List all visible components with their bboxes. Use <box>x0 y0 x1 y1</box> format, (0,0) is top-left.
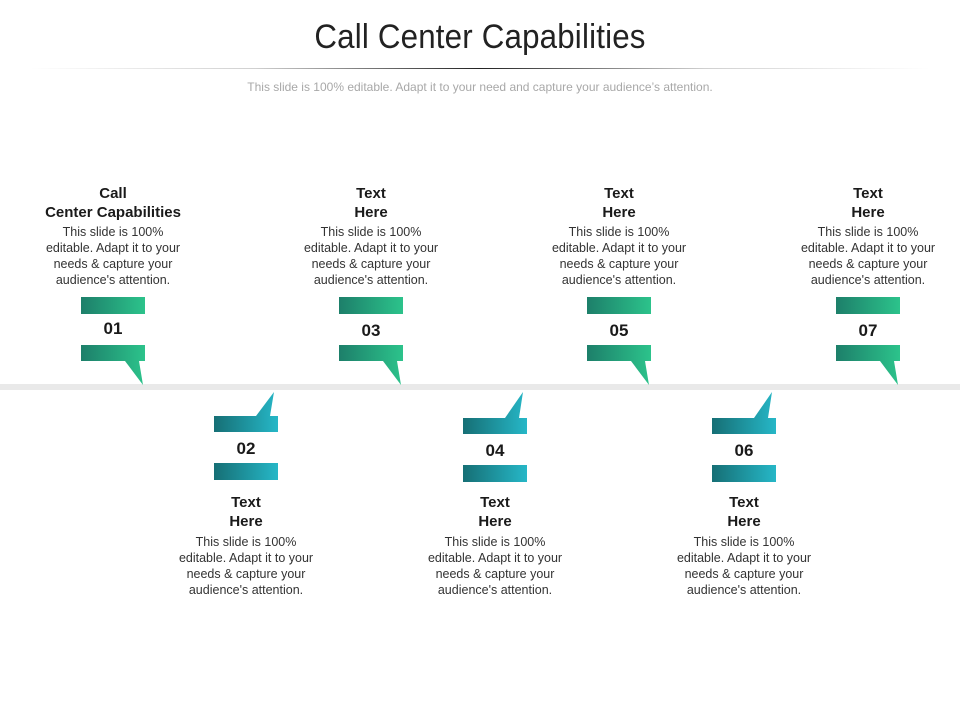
page-subtitle: This slide is 100% editable. Adapt it to… <box>247 80 713 94</box>
callout-up-shape <box>214 392 278 480</box>
callout-down-shape <box>836 297 900 385</box>
page-title: Call Center Capabilities <box>314 18 646 56</box>
timeline-bar <box>0 384 960 390</box>
step-heading: Text Here <box>851 185 885 221</box>
step-heading: Text Here <box>229 494 263 530</box>
step-number: 06 <box>734 441 754 460</box>
step-heading: Text Here <box>478 494 512 530</box>
step-05-text: Text Here This slide is 100% editable. A… <box>534 184 704 288</box>
step-07-text: Text Here This slide is 100% editable. A… <box>783 184 953 288</box>
step-description: This slide is 100% editable. Adapt it to… <box>551 225 687 287</box>
title-divider <box>30 68 930 69</box>
step-06-text: Text Here This slide is 100% editable. A… <box>659 493 829 598</box>
step-number: 01 <box>103 319 123 338</box>
step-heading: Text Here <box>727 494 761 530</box>
step-number: 05 <box>609 321 629 340</box>
step-description: This slide is 100% editable. Adapt it to… <box>800 225 936 287</box>
callout-down-shape <box>339 297 403 385</box>
step-02-text: Text Here This slide is 100% editable. A… <box>161 493 331 598</box>
callout-down-shape <box>81 297 145 385</box>
step-04-text: Text Here This slide is 100% editable. A… <box>410 493 580 598</box>
step-description: This slide is 100% editable. Adapt it to… <box>303 225 439 287</box>
step-03-text: Text Here This slide is 100% editable. A… <box>286 184 456 288</box>
step-description: This slide is 100% editable. Adapt it to… <box>427 535 563 597</box>
step-number: 04 <box>485 441 505 460</box>
callout-up-shape <box>712 392 776 482</box>
callout-down-shape <box>587 297 651 385</box>
step-description: This slide is 100% editable. Adapt it to… <box>676 535 812 597</box>
step-heading: Call Center Capabilities <box>45 185 181 221</box>
step-description: This slide is 100% editable. Adapt it to… <box>45 225 181 287</box>
callout-up-shape <box>463 392 527 482</box>
step-01-text: Call Center Capabilities This slide is 1… <box>28 184 198 288</box>
step-number: 07 <box>858 321 878 340</box>
step-heading: Text Here <box>354 185 388 221</box>
step-heading: Text Here <box>602 185 636 221</box>
step-number: 03 <box>361 321 381 340</box>
step-description: This slide is 100% editable. Adapt it to… <box>178 535 314 597</box>
step-number: 02 <box>236 439 256 458</box>
